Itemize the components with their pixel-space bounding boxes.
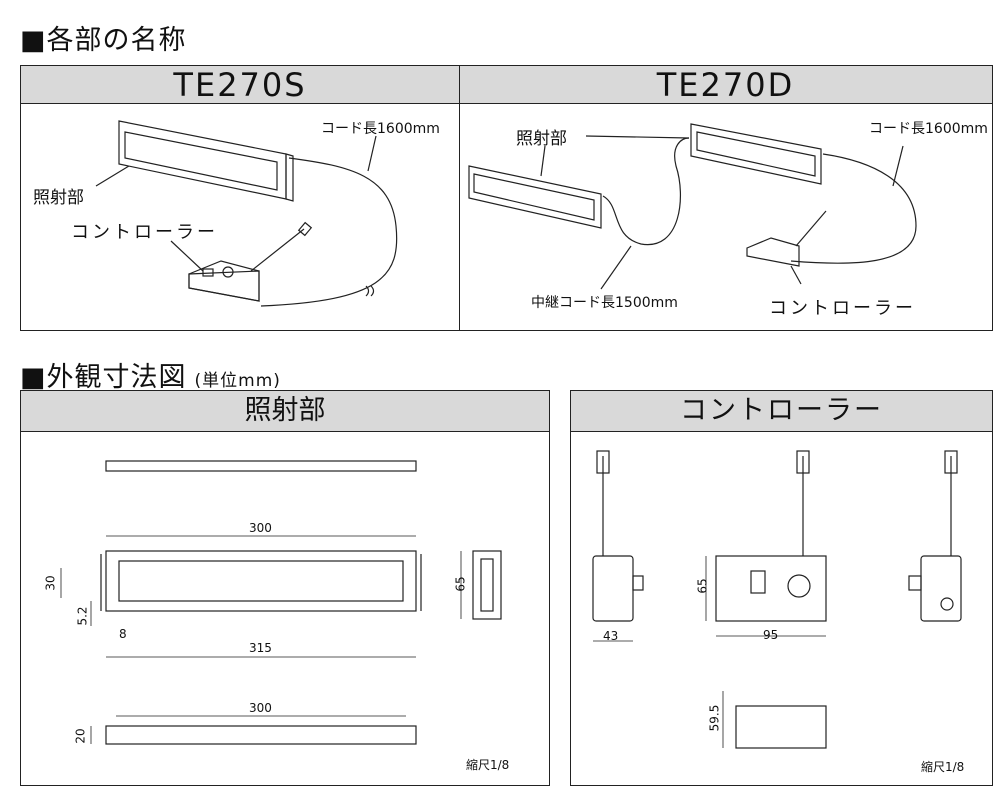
dim-head-margin: 8 [119, 627, 127, 641]
light-head-illustration [118, 120, 294, 202]
te270s-cord-label: コード長1600mm [321, 121, 440, 137]
parts-illustration [95, 120, 917, 307]
parts-table: TE270S TE270D [20, 65, 993, 331]
dim-head-height: 65 [453, 576, 468, 592]
te270s-controller-label: コントローラー [71, 222, 218, 243]
parts-table-header [21, 66, 992, 104]
dim-head-length: 300 [249, 521, 272, 535]
te270d-controller-label: コントローラー [769, 298, 916, 319]
model-te270d-title: TE270D [656, 66, 795, 104]
head-panel-title: 照射部 [21, 391, 549, 432]
controller-scale-label: 縮尺1/8 [921, 760, 965, 774]
dim-head-bottom-length: 300 [249, 701, 272, 715]
dim-head-window-height: 30 [43, 575, 58, 591]
unit-label: (単位mm) [194, 371, 281, 391]
divider [459, 66, 460, 330]
te270s-head-label: 照射部 [33, 188, 84, 208]
head-drawing [60, 460, 502, 745]
controller-dimension-panel: コントローラー 65 43 95 59.5 縮尺1/8 [570, 390, 993, 786]
dim-head-offset: 5.2 [75, 606, 90, 626]
te270d-relay-cord-label: 中継コード長1500mm [531, 295, 678, 311]
section-title-dimensions: ■外観寸法図 (単位mm) [20, 355, 281, 394]
dim-controller-width: 95 [763, 628, 779, 642]
dim-controller-height: 65 [695, 578, 710, 594]
controller-drawing [592, 450, 962, 749]
te270d-head-label: 照射部 [516, 129, 567, 149]
dim-controller-depth: 43 [603, 629, 619, 643]
dimensions-title: ■外観寸法図 [20, 362, 187, 393]
controller-panel-title: コントローラー [571, 391, 992, 432]
controller-illustration [188, 221, 313, 302]
te270d-cord-label: コード長1600mm [869, 121, 988, 137]
dim-head-total-length: 315 [249, 641, 272, 655]
model-te270s-title: TE270S [173, 66, 307, 104]
head-scale-label: 縮尺1/8 [466, 758, 510, 772]
head-dimension-panel: 照射部 300 30 5.2 8 315 65 300 20 縮尺1/8 [20, 390, 550, 786]
dim-controller-total-height: 59.5 [707, 704, 722, 732]
section-title-parts: ■各部の名称 [20, 25, 187, 56]
dim-head-depth: 20 [73, 728, 88, 744]
